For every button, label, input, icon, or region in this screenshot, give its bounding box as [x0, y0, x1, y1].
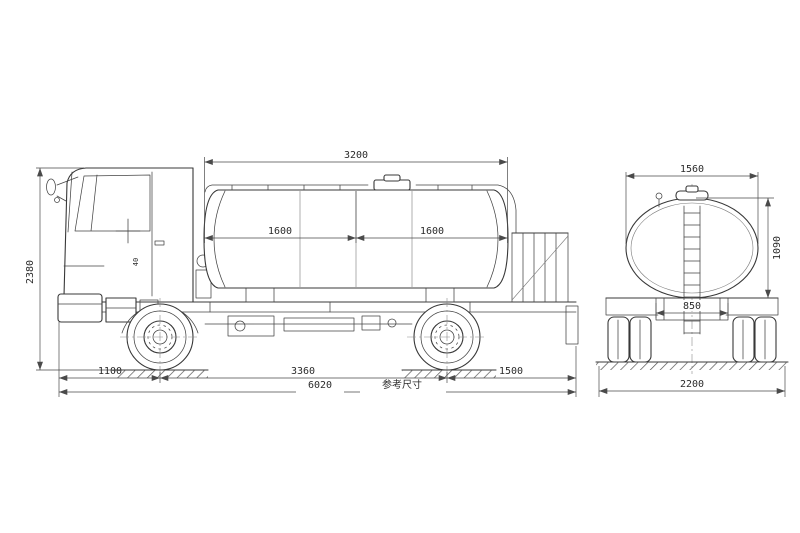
side-dimensions: 2380 3200 1600 1600 40 1100 3360 1500 60…: [25, 150, 577, 397]
ground-hatch-left: [114, 370, 208, 378]
mirror-arm: [56, 176, 79, 202]
dim-overall-length: 6020: [308, 380, 332, 391]
front-bumper: [57, 293, 103, 323]
rear-bumper: [565, 305, 579, 345]
mirror: [46, 178, 56, 196]
tank-side: [203, 174, 517, 303]
ground-hatch-right: [402, 370, 496, 378]
dim-tank-length: 3200: [344, 150, 368, 161]
rear-view: 1560 1090 850 2200: [595, 164, 789, 397]
dim-section-left: 1600: [268, 226, 292, 237]
reference-note: 参考尺寸: [382, 378, 422, 391]
dim-rear-overhang: 1500: [499, 366, 523, 377]
mirror-small: [54, 197, 60, 203]
side-view: 2380 3200 1600 1600 40 1100 3360 1500 60…: [25, 150, 579, 397]
rear-manhole-cap: [685, 185, 699, 193]
dim-overall-width: 2200: [680, 379, 704, 390]
dim-tank-height: 1090: [772, 236, 783, 260]
rear-wheels: [607, 316, 777, 363]
front-wheel: [120, 298, 200, 378]
window-cross-mark: [115, 218, 141, 244]
top-railing: [204, 184, 517, 234]
manhole-cap: [383, 174, 401, 182]
cab-window: [74, 174, 151, 232]
dim-top-width: 1560: [680, 164, 704, 175]
dim-cab-detail: 40: [132, 258, 140, 266]
dim-front-overhang: 1100: [98, 366, 122, 377]
dim-section-right: 1600: [420, 226, 444, 237]
dim-overall-height: 2380: [25, 260, 36, 284]
ground-rear: [595, 361, 789, 370]
cab: [46, 167, 199, 334]
rear-wheel: [407, 298, 487, 378]
rear-dimensions: 1560 1090 850 2200: [598, 164, 786, 397]
rear-rack: [511, 232, 569, 303]
vent: [655, 192, 663, 200]
step-box: [105, 297, 137, 323]
dim-wheelbase: 3360: [291, 366, 315, 377]
dim-frame-width: 850: [683, 301, 701, 312]
ground-side: [113, 369, 497, 378]
door-handle: [154, 240, 165, 246]
ground-hatch-rear: [596, 362, 788, 370]
